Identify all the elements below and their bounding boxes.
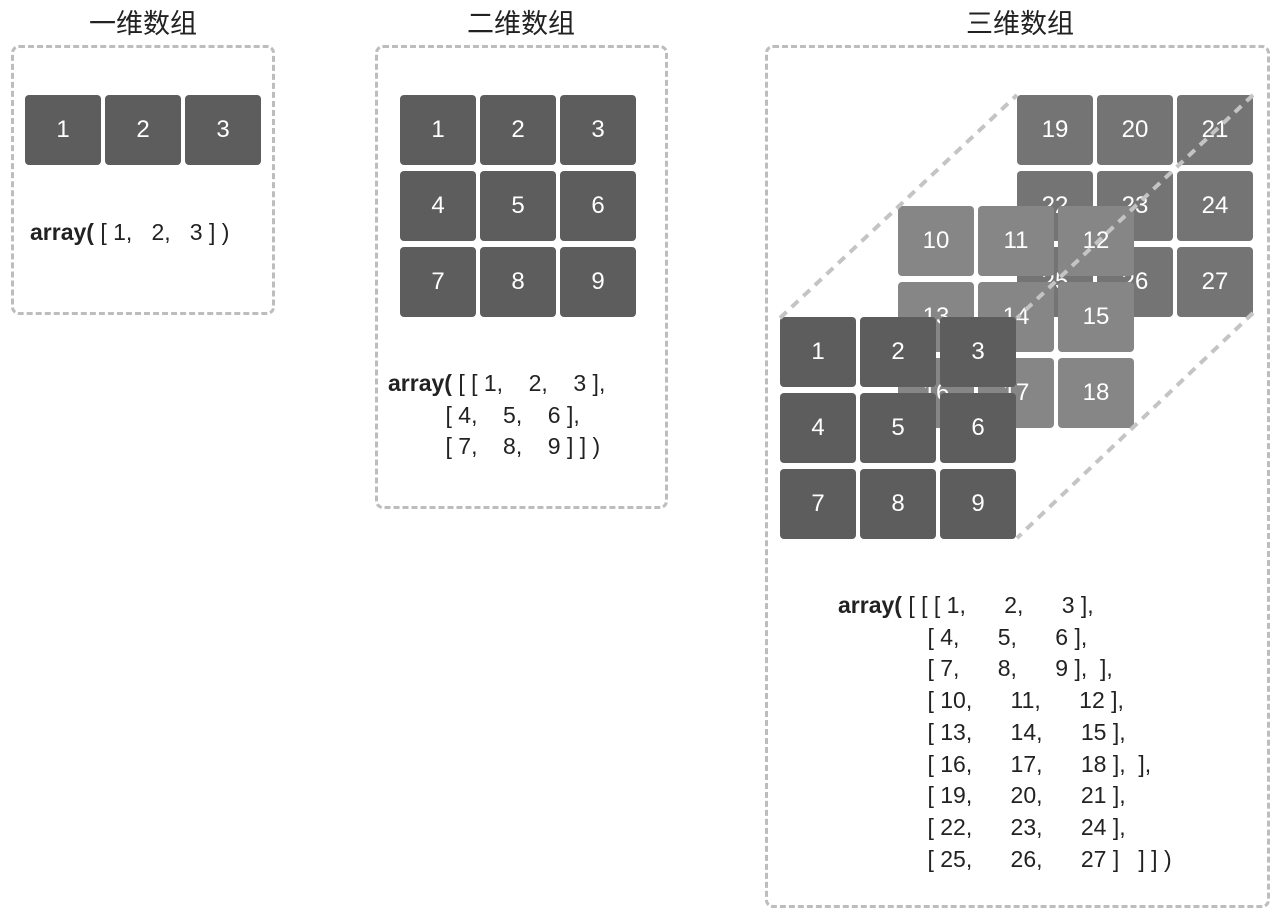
cell-2d: 4 [400, 171, 476, 241]
cell-3d-layer2: 11 [978, 206, 1054, 276]
cell-3d-layer1: 3 [940, 317, 1016, 387]
cell-3d-layer1: 4 [780, 393, 856, 463]
cell-3d-layer1: 1 [780, 317, 856, 387]
cell-3d-layer2: 18 [1058, 358, 1134, 428]
code-2d: array( [ [ 1, 2, 3 ], [ 4, 5, 6 ], [ 7, … [388, 370, 606, 460]
panel-1d [11, 45, 275, 315]
cell-1d: 3 [185, 95, 261, 165]
cell-3d-layer1: 2 [860, 317, 936, 387]
cell-2d: 1 [400, 95, 476, 165]
title-3d: 三维数组 [966, 9, 1074, 40]
cell-3d-layer3: 20 [1097, 95, 1173, 165]
panel-2d [375, 45, 668, 509]
cell-2d: 7 [400, 247, 476, 317]
cell-3d-layer1: 6 [940, 393, 1016, 463]
cell-3d-layer1: 5 [860, 393, 936, 463]
cell-3d-layer1: 8 [860, 469, 936, 539]
cell-3d-layer3: 24 [1177, 171, 1253, 241]
title-2d: 二维数组 [467, 9, 575, 40]
cell-3d-layer3: 21 [1177, 95, 1253, 165]
cell-2d: 8 [480, 247, 556, 317]
cell-1d: 1 [25, 95, 101, 165]
code-3d: array( [ [ [ 1, 2, 3 ], [ 4, 5, 6 ], [ 7… [838, 592, 1172, 872]
cell-2d: 9 [560, 247, 636, 317]
cell-2d: 3 [560, 95, 636, 165]
cell-2d: 5 [480, 171, 556, 241]
cell-3d-layer2: 10 [898, 206, 974, 276]
panel-3d [765, 45, 1270, 908]
cell-2d: 6 [560, 171, 636, 241]
cell-3d-layer3: 27 [1177, 247, 1253, 317]
code-1d: array( [ 1, 2, 3 ] ) [30, 219, 230, 245]
cell-3d-layer1: 9 [940, 469, 1016, 539]
cell-3d-layer1: 7 [780, 469, 856, 539]
cell-1d: 2 [105, 95, 181, 165]
cell-2d: 2 [480, 95, 556, 165]
cell-3d-layer2: 12 [1058, 206, 1134, 276]
title-1d: 一维数组 [89, 9, 197, 40]
cell-3d-layer2: 15 [1058, 282, 1134, 352]
cell-3d-layer3: 19 [1017, 95, 1093, 165]
